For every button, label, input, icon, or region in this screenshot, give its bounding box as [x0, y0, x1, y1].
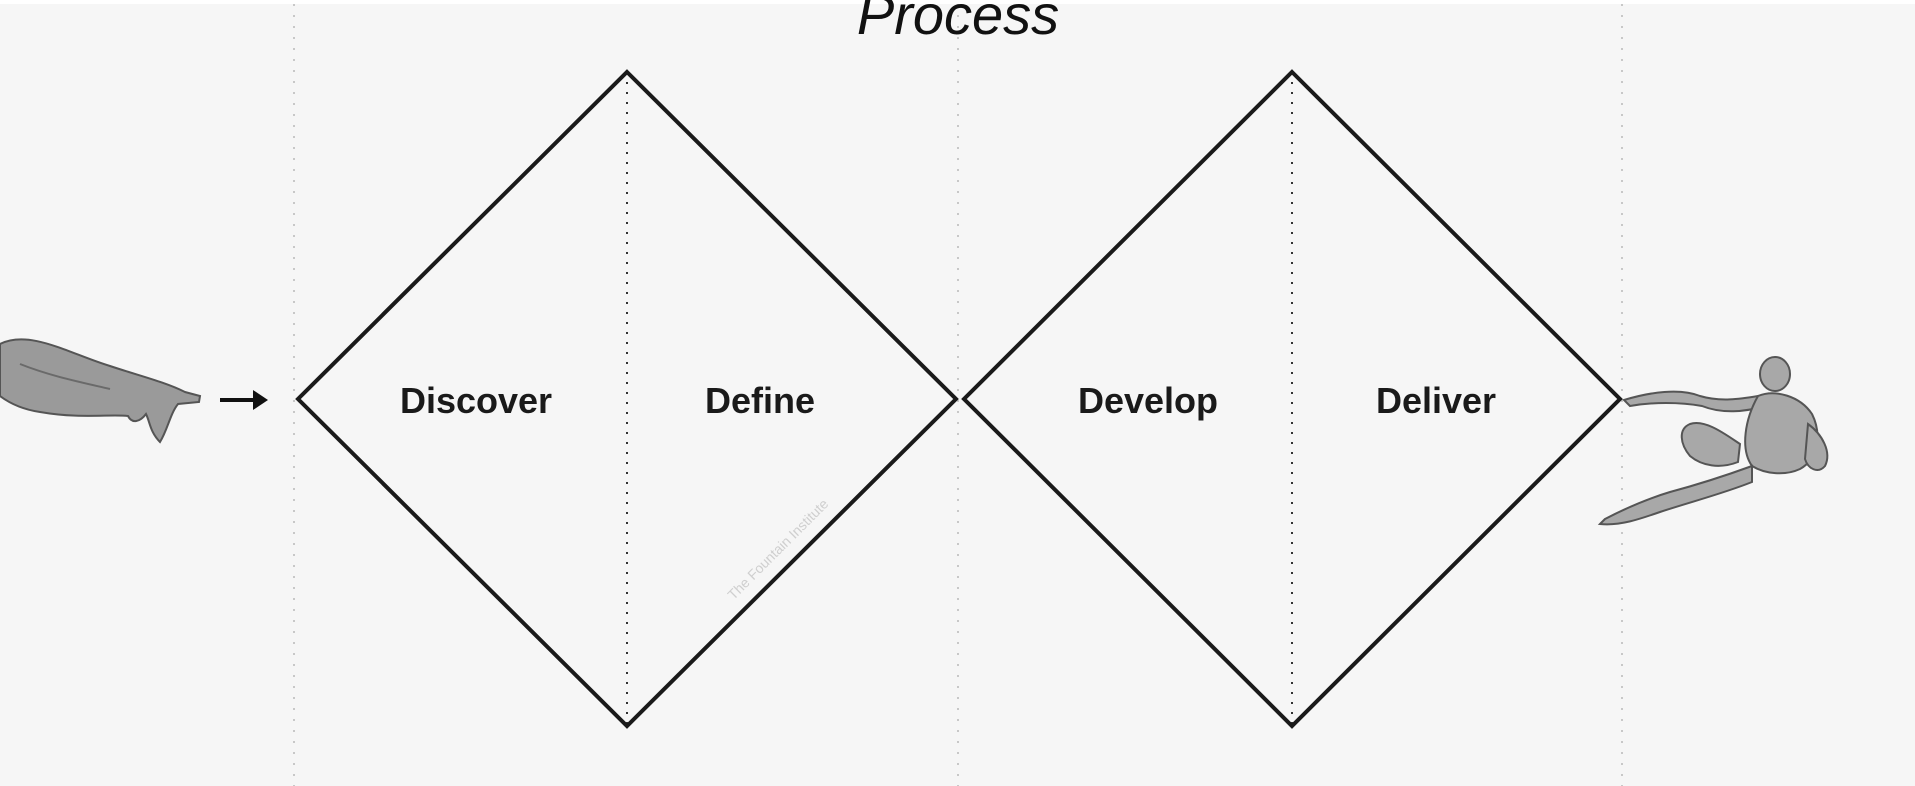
- phase-discover: Discover: [399, 380, 553, 421]
- diagram-graphics: [0, 4, 1829, 786]
- reclining-figure-icon: [1597, 356, 1829, 526]
- first-diamond: [295, 69, 959, 729]
- phase-define: Define: [704, 380, 816, 421]
- second-diamond: [961, 69, 1623, 729]
- phase-develop: Develop: [1077, 380, 1219, 421]
- arrow-right-icon: [220, 390, 268, 410]
- phase-deliver: Deliver: [1375, 380, 1497, 421]
- diagram-title: Process: [856, 0, 1060, 46]
- pointing-hand-icon: [0, 338, 202, 444]
